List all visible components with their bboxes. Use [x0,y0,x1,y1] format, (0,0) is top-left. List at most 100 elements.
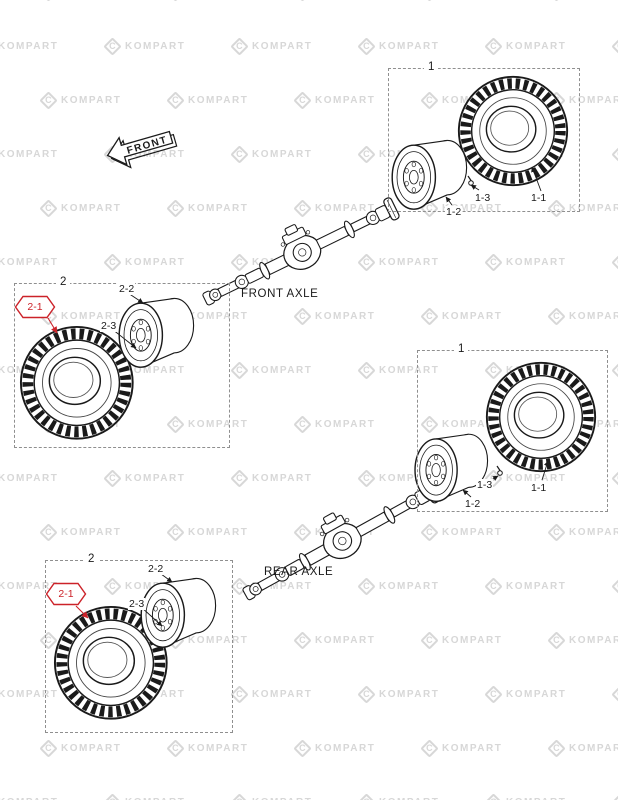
part-label-front-detail2[interactable]: 2-3 [100,320,118,332]
watermark-text: KOMPART [0,581,59,592]
watermark-text: KOMPART [252,41,313,52]
watermark-text: KOMPART [442,527,503,538]
watermark-text: KOMPART [379,581,440,592]
watermark-text: KOMPART [506,797,566,800]
watermark-text: KOMPART [315,635,376,646]
watermark-text: KOMPART [0,689,59,700]
part-label-front-tire[interactable]: 1-1 [530,192,548,204]
part-label-rear-valve[interactable]: 1-3 [476,479,494,491]
highlight-callout-front-tire[interactable]: 2-1 [14,295,56,319]
watermark-text: KOMPART [379,257,440,268]
watermark-text: KOMPART [125,365,186,376]
rear-group2-box [45,560,233,733]
watermark-text: KOMPART [379,473,440,484]
watermark-text: KOMPART [315,743,376,754]
part-label-front-highlight-tire: 2-1 [27,301,43,313]
watermark-text: KOMPART [125,473,186,484]
watermark-text: KOMPART [0,473,59,484]
rear-group1-valve-drawing [496,465,503,476]
watermark-text: KOMPART [506,41,567,52]
watermark-text: KOMPART [379,797,439,800]
watermark-text: KOMPART [569,203,618,214]
watermark-text: KOMPART [125,797,185,800]
part-label-front-rim[interactable]: 1-2 [445,206,463,218]
part-label-rear-tire[interactable]: 1-1 [530,482,548,494]
watermark-text: KOMPART [125,41,186,52]
watermark-text: KOMPART [442,419,503,430]
rear-group2-label[interactable]: 2 [84,553,99,566]
watermark-text: KOMPART [188,311,249,322]
part-label-rear-detail2[interactable]: 2-3 [128,598,146,610]
front-group2-label[interactable]: 2 [56,276,71,289]
part-label-rear-rim[interactable]: 1-2 [464,498,482,510]
watermark-text: KOMPART [125,257,186,268]
highlight-leader-lines [47,317,89,619]
part-label-rear-rim2[interactable]: 2-2 [147,563,165,575]
front-axle-caption: FRONT AXLE [241,288,319,300]
watermark-text: KOMPART [569,311,618,322]
watermark-text: KOMPART [506,581,567,592]
watermark-text: KOMPART [188,635,249,646]
part-label-front-valve[interactable]: 1-3 [474,192,492,204]
watermark-text: KOMPART [442,635,503,646]
rear-group1-label[interactable]: 1 [454,343,469,356]
watermark-text: KOMPART [379,689,440,700]
watermark-text: KOMPART [379,41,440,52]
watermark-text: KOMPART [315,311,376,322]
rear-axle-drawing [230,463,444,611]
front-arrow-shadow [110,133,178,169]
watermark-text: KOMPART [379,365,440,376]
part-label-front-rim2[interactable]: 2-2 [118,283,136,295]
front-group1-label[interactable]: 1 [424,61,439,74]
highlight-callout-rear-tire[interactable]: 2-1 [45,582,87,606]
watermark-text: KOMPART [188,527,249,538]
watermark-text: KOMPART [0,797,58,800]
watermark-text: KOMPART [61,203,122,214]
watermark-text: KOMPART [315,95,376,106]
watermark-text: KOMPART [61,743,122,754]
watermark-text: KOMPART [252,581,313,592]
watermark-text: KOMPART [252,797,312,800]
watermark-text: KOMPART [188,95,249,106]
watermark-text: KOMPART [252,149,313,160]
watermark-text: KOMPART [188,203,249,214]
